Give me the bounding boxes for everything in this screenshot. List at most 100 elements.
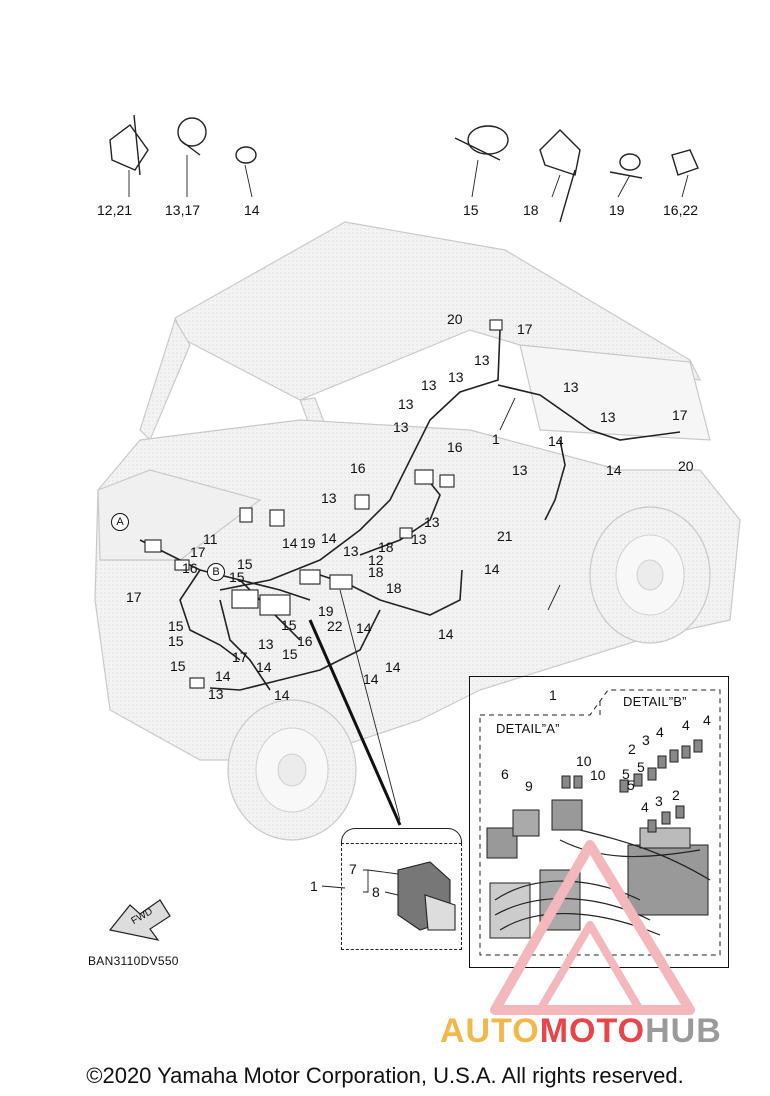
detail-callout: 1 xyxy=(549,687,557,703)
part-label-14: 14 xyxy=(244,202,260,218)
callout: 19 xyxy=(318,603,334,619)
callout: 14 xyxy=(215,668,231,684)
callout: 17 xyxy=(232,649,248,665)
callout: 13 xyxy=(600,409,616,425)
callout: 14 xyxy=(548,433,564,449)
inset-callout: 8 xyxy=(372,884,380,900)
callout: 17 xyxy=(672,407,688,423)
callout: 13 xyxy=(512,462,528,478)
callout: 13 xyxy=(393,419,409,435)
callout: 11 xyxy=(203,531,218,547)
callout: 14 xyxy=(282,535,298,551)
callout: 13 xyxy=(424,514,440,530)
detail-callout: 6 xyxy=(501,766,509,782)
callout: 13 xyxy=(411,531,427,547)
detail-callout: 2 xyxy=(628,741,636,757)
callout: 16 xyxy=(447,439,463,455)
detail-b-title: DETAIL”B” xyxy=(623,694,687,709)
part-label-15: 15 xyxy=(463,202,479,218)
callout: 13 xyxy=(321,490,337,506)
detail-marker-a: A xyxy=(111,513,129,531)
callout: 21 xyxy=(497,528,513,544)
callout: 13 xyxy=(563,379,579,395)
callout: 13 xyxy=(421,377,437,393)
callout: 13 xyxy=(258,636,274,652)
callout: 14 xyxy=(385,659,401,675)
detail-callout: 10 xyxy=(576,753,592,769)
detail-callout: 4 xyxy=(641,799,649,815)
callout: 15 xyxy=(168,633,184,649)
callout: 19 xyxy=(300,535,316,551)
watermark-part: AUTO xyxy=(440,1012,540,1050)
callout: 17 xyxy=(190,544,206,560)
part-label-18: 18 xyxy=(523,202,539,218)
detail-callout: 3 xyxy=(642,732,650,748)
callout: 13 xyxy=(398,396,414,412)
watermark-part: MOTO xyxy=(539,1012,646,1050)
callout: 20 xyxy=(447,311,463,327)
part-label-13-17: 13,17 xyxy=(165,202,201,218)
callout: 16 xyxy=(350,460,366,476)
callout: 15 xyxy=(168,618,184,634)
callout: 15 xyxy=(170,658,186,674)
callout: 14 xyxy=(274,687,290,703)
detail-callout: 4 xyxy=(703,712,711,728)
detail-callout: 10 xyxy=(590,767,606,783)
callout: 20 xyxy=(678,458,694,474)
callout: 13 xyxy=(208,686,224,702)
callout: 12 xyxy=(368,552,384,568)
callout: 14 xyxy=(484,561,500,577)
callout: 15 xyxy=(237,556,253,572)
callout: 14 xyxy=(363,671,379,687)
detail-callout: 5 xyxy=(622,766,630,782)
watermark-text: AUTOMOTOHUB xyxy=(440,1012,722,1051)
inset-callout: 7 xyxy=(349,861,357,877)
detail-callout: 4 xyxy=(682,717,690,733)
part-label-16-22: 16,22 xyxy=(663,202,699,218)
detail-callout: 9 xyxy=(525,778,533,794)
connector-inset xyxy=(341,843,462,950)
callout: 15 xyxy=(281,617,297,633)
detail-callout: 2 xyxy=(672,787,680,803)
callout: 18 xyxy=(378,539,394,555)
callout: 16 xyxy=(297,633,313,649)
detail-callout: 5 xyxy=(627,777,635,793)
callout: 18 xyxy=(368,564,384,580)
part-label-19: 19 xyxy=(609,202,625,218)
callout: 14 xyxy=(606,462,622,478)
watermark-part: HUB xyxy=(645,1012,722,1050)
callout: 17 xyxy=(517,321,533,337)
callout: 15 xyxy=(282,646,298,662)
detail-a-title: DETAIL”A” xyxy=(496,721,560,736)
callout: 13 xyxy=(474,352,490,368)
callout: 14 xyxy=(321,530,337,546)
callout: 1 xyxy=(492,431,500,447)
front-wheel xyxy=(227,699,357,841)
callout: 13 xyxy=(343,543,359,559)
callout: 17 xyxy=(126,589,142,605)
detail-marker-b: B xyxy=(207,563,225,581)
callout: 15 xyxy=(229,569,245,585)
detail-panel xyxy=(469,676,729,968)
callout: 13 xyxy=(448,369,464,385)
callout: 16 xyxy=(182,560,198,576)
callout: 14 xyxy=(438,626,454,642)
callout: 22 xyxy=(327,618,343,634)
callout: 18 xyxy=(386,580,402,596)
inset-callout: 1 xyxy=(310,878,318,894)
callout: 14 xyxy=(356,620,372,636)
rear-wheel xyxy=(589,506,711,644)
copyright-notice: ©2020 Yamaha Motor Corporation, U.S.A. A… xyxy=(86,1063,684,1088)
drawing-code: BAN3110DV550 xyxy=(88,954,179,968)
detail-callout: 4 xyxy=(656,724,664,740)
callout: 14 xyxy=(256,659,272,675)
detail-callout: 3 xyxy=(655,793,663,809)
part-label-12-21: 12,21 xyxy=(97,202,133,218)
detail-callout: 5 xyxy=(637,759,645,775)
